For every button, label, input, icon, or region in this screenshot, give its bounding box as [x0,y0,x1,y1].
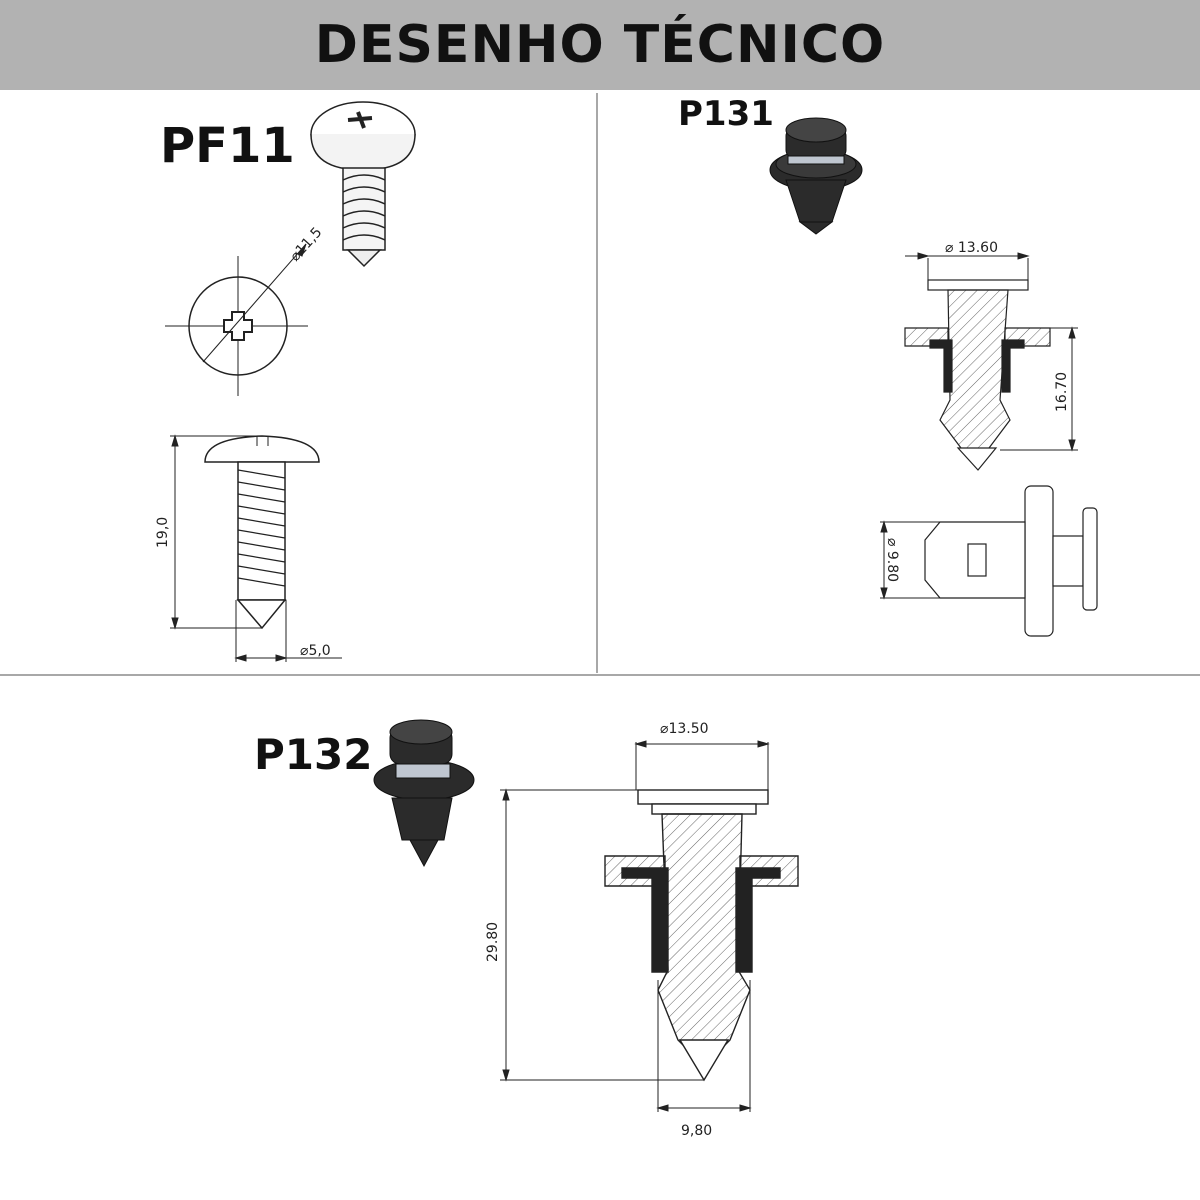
part-label-p132: P132 [254,730,373,779]
pf11-length-label: 19,0 [155,517,171,548]
p131-head-diameter-label: ⌀ 13.60 [945,240,998,256]
horizontal-divider [0,674,1200,676]
p132-dimensions [500,740,770,1112]
pf11-head-diameter-label: ⌀11,5 [287,225,325,265]
p131-height-label: 16.70 [1054,372,1070,412]
page-title: DESENHO TÉCNICO [314,15,886,75]
part-label-p131: P131 [678,94,774,134]
pf11-length-dimension [170,434,342,662]
vertical-divider [596,93,598,673]
p132-section-view [604,789,799,1082]
p131-dimensions [905,252,1078,452]
header-bar [0,0,1200,90]
p132-head-diameter-label: ⌀13.50 [660,721,709,737]
p132-clip-3d-icon [373,719,475,868]
p131-body-dimension [880,520,940,600]
p131-section-view [904,279,1051,471]
pf11-top-view [165,243,308,396]
pf11-shank-diameter-label: ⌀5,0 [300,643,331,659]
p132-tip-diameter-label: 9,80 [681,1123,712,1139]
pf11-side-view [204,435,320,630]
p131-clip-3d-icon [769,117,863,235]
part-label-pf11: PF11 [160,118,295,174]
p131-side-view [924,485,1098,637]
p131-body-diameter-label: ⌀ 9.80 [884,538,900,582]
pf11-screw-3d-icon [310,101,416,268]
p132-height-label: 29.80 [485,922,501,962]
